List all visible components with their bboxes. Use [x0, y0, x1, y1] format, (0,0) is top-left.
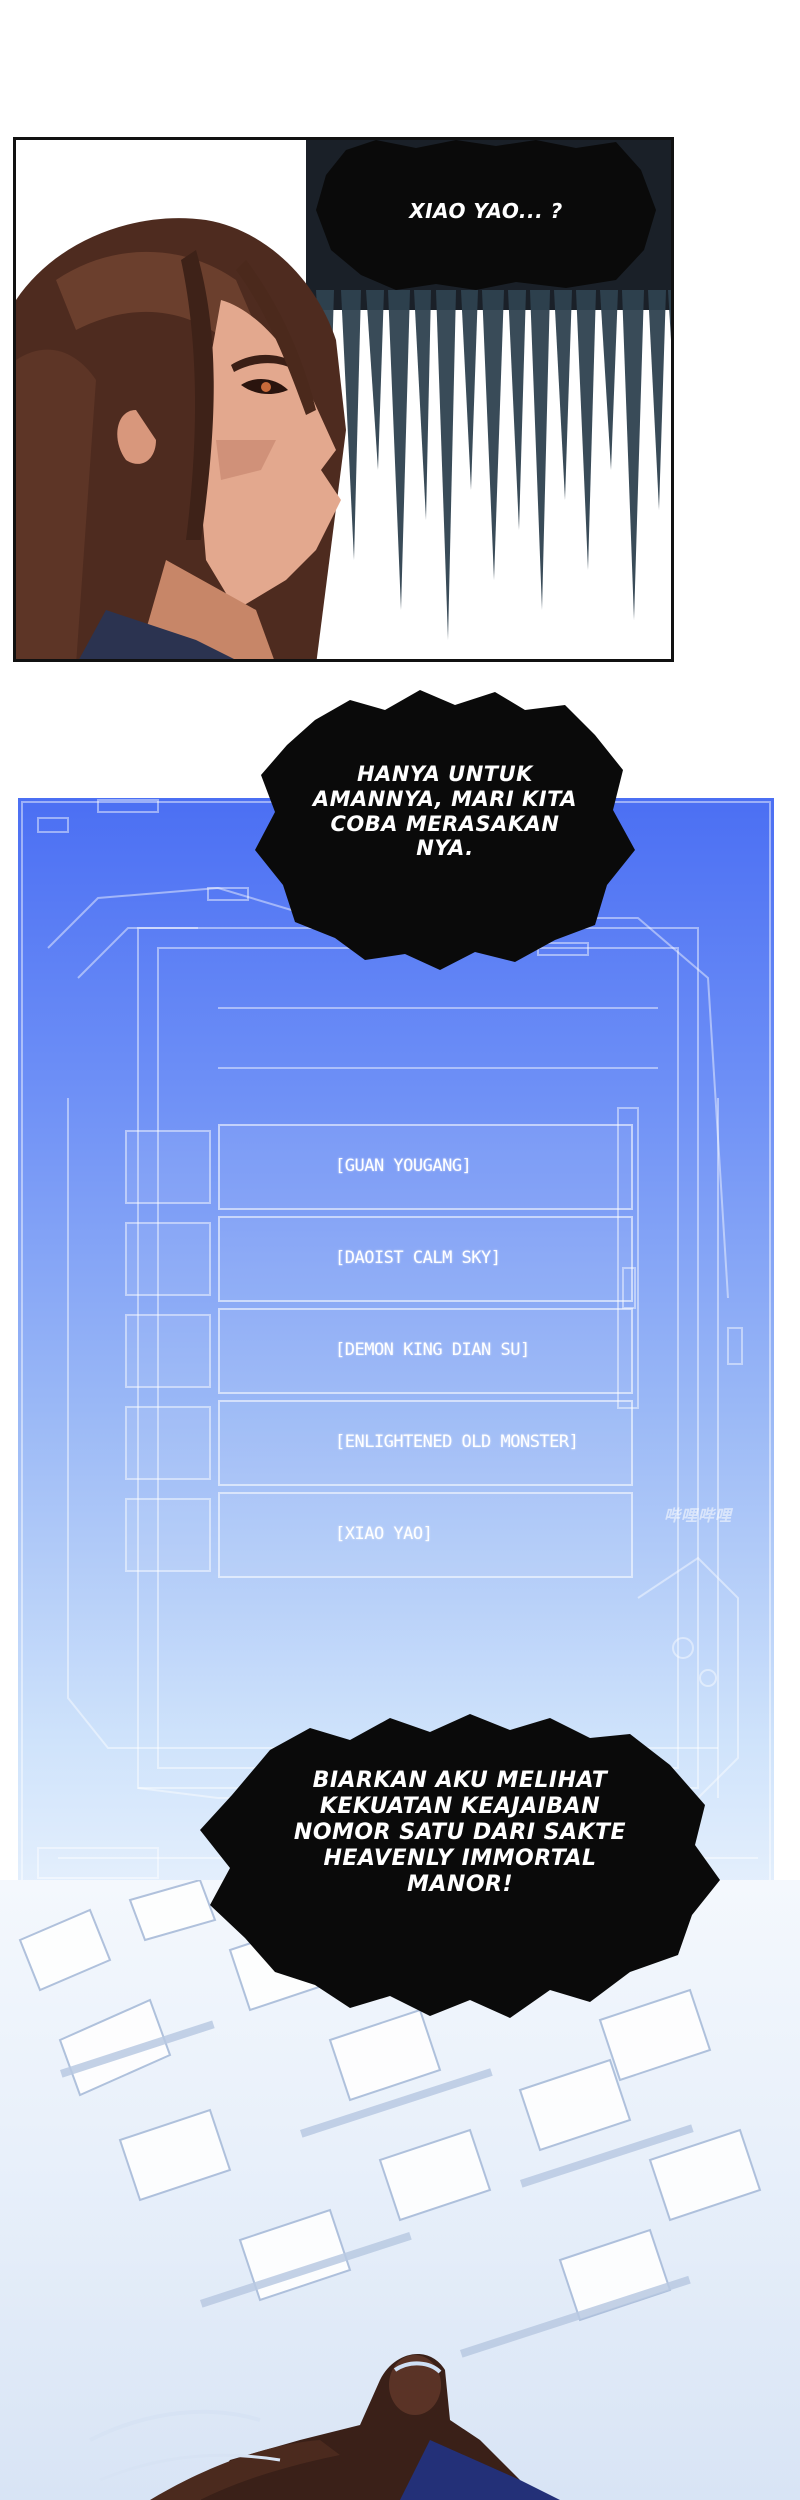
watermark-logo: 哔哩哔哩	[664, 1506, 733, 1525]
speech-bubble-1-text: XIAO YAO... ?	[409, 199, 563, 223]
avatar-slot	[125, 1498, 211, 1572]
list-item-label: [GUAN YOUGANG]	[335, 1156, 472, 1176]
speech-bubble-3-text: BIARKAN AKU MELIHAT KEKUATAN KEAJAIBAN N…	[250, 1768, 670, 1898]
list-item[interactable]: [DAOIST CALM SKY]	[125, 1216, 633, 1302]
speech-line: COBA MERASAKAN	[330, 811, 560, 836]
speech-line: HANYA UNTUK	[357, 762, 533, 786]
speech-line: MANOR!	[406, 1871, 513, 1897]
speech-bubble-1	[316, 140, 656, 290]
list-item[interactable]: [GUAN YOUGANG]	[125, 1124, 633, 1210]
list-item[interactable]: [ENLIGHTENED OLD MONSTER]	[125, 1400, 633, 1486]
speech-line: KEKUATAN KEAJAIBAN	[319, 1793, 601, 1819]
list-item-label: [DAOIST CALM SKY]	[335, 1248, 501, 1268]
list-item-label: [XIAO YAO]	[335, 1524, 433, 1544]
speech-line: NOMOR SATU DARI SAKTE	[293, 1819, 627, 1845]
list-item[interactable]: [XIAO YAO]	[125, 1492, 633, 1578]
list-item[interactable]: [DEMON KING DIAN SU]	[125, 1308, 633, 1394]
speech-line: HEAVENLY IMMORTAL	[323, 1845, 597, 1871]
avatar-slot	[125, 1406, 211, 1480]
avatar-slot	[125, 1222, 211, 1296]
comic-panel-face-closeup: XIAO YAO... ?	[13, 137, 674, 662]
list-item-label: [ENLIGHTENED OLD MONSTER]	[335, 1432, 579, 1452]
avatar-slot	[125, 1130, 211, 1204]
list-item-label: [DEMON KING DIAN SU]	[335, 1340, 530, 1360]
speech-bubble-2	[255, 690, 635, 970]
speech-line: NYA.	[416, 836, 474, 861]
speech-bubble-3	[200, 1714, 720, 2018]
speech-bubble-2-text: HANYA UNTUK AMANNYA, MARI KITA COBA MERA…	[295, 762, 595, 861]
speech-line: BIARKAN AKU MELIHAT	[312, 1768, 608, 1793]
speech-line: AMANNYA, MARI KITA	[312, 786, 578, 811]
avatar-slot	[125, 1314, 211, 1388]
